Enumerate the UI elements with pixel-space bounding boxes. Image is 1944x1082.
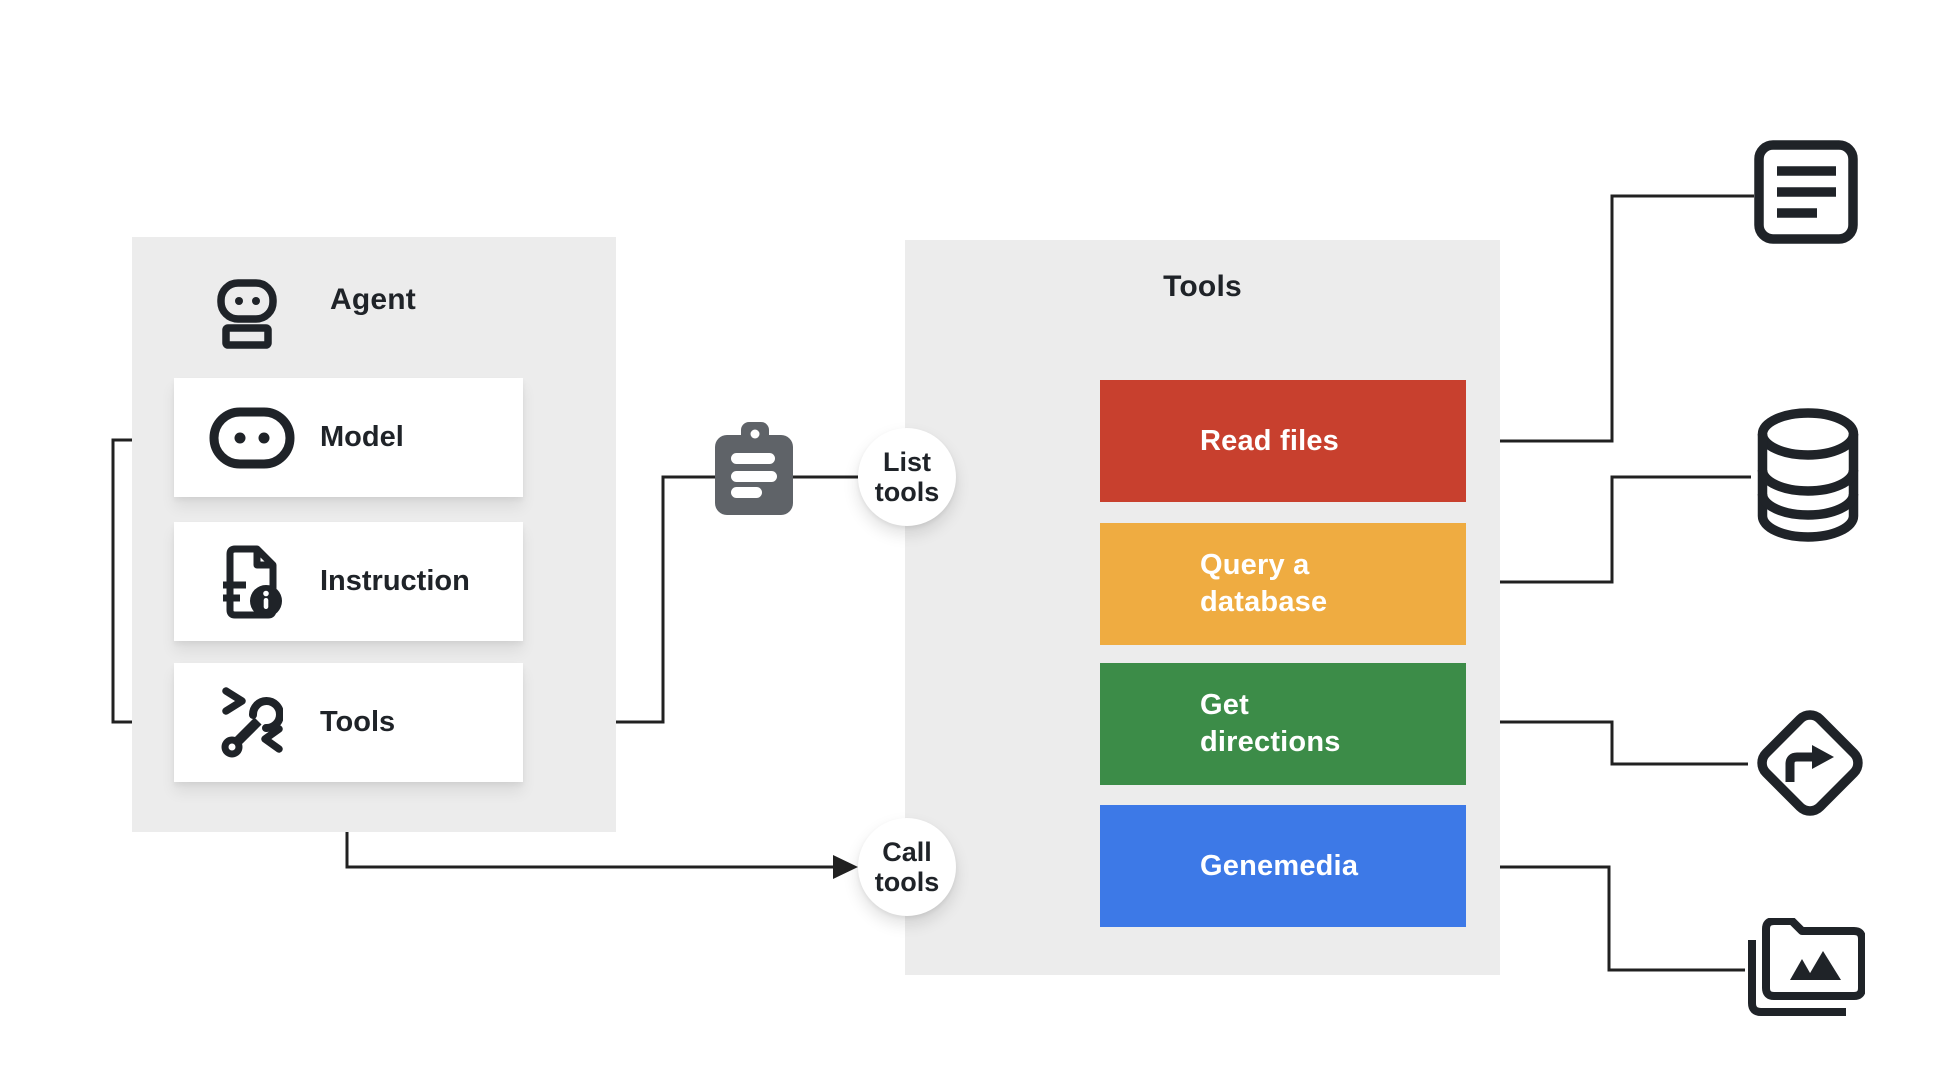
tools-panel-title: Tools	[1163, 270, 1242, 303]
instruction-document-icon	[207, 544, 297, 620]
media-folder-icon	[1747, 917, 1866, 1023]
card-model[interactable]: Model	[174, 378, 523, 497]
query-database-to-database-line	[1466, 475, 1751, 584]
call-tools-node[interactable]: Call tools	[858, 818, 956, 916]
genemedia-to-media-line	[1464, 865, 1745, 972]
card-tools[interactable]: Tools	[174, 663, 523, 782]
read-files-to-article-line	[1466, 194, 1754, 443]
tool-box-read-files-label: Read files	[1200, 424, 1339, 457]
list-tools-label: List tools	[874, 447, 940, 507]
model-tools-loop-line	[111, 438, 150, 724]
arrowhead-call-tools-icon	[833, 855, 858, 879]
card-tools-label: Tools	[320, 706, 396, 738]
agent-panel: Agent Model	[132, 237, 616, 832]
article-document-icon	[1754, 140, 1858, 249]
tool-box-genemedia-label: Genemedia	[1200, 849, 1359, 882]
tool-box-query-database[interactable]: Query a database	[1100, 523, 1466, 645]
card-instruction-label: Instruction	[320, 565, 470, 597]
agent-panel-title: Agent	[330, 283, 416, 316]
robot-icon	[217, 279, 277, 354]
tools-panel: Tools Read files Query a database Get di…	[905, 240, 1500, 975]
wrench-code-icon	[207, 686, 297, 759]
turn-right-directions-icon	[1750, 702, 1870, 829]
robot-head-icon	[207, 407, 297, 469]
call-tools-label: Call tools	[874, 837, 940, 897]
tool-box-read-files[interactable]: Read files	[1100, 380, 1466, 502]
get-directions-to-directions-line	[1465, 720, 1748, 766]
list-tools-node[interactable]: List tools	[858, 428, 956, 526]
tool-box-get-directions-label: Get directions	[1200, 689, 1341, 758]
card-instruction[interactable]: Instruction	[174, 522, 523, 641]
tool-box-query-database-label: Query a database	[1200, 549, 1328, 618]
clipboard-icon	[714, 420, 794, 521]
tool-box-get-directions[interactable]: Get directions	[1100, 663, 1466, 785]
card-model-label: Model	[320, 421, 404, 453]
database-icon	[1753, 408, 1863, 548]
tool-box-genemedia[interactable]: Genemedia	[1100, 805, 1466, 927]
